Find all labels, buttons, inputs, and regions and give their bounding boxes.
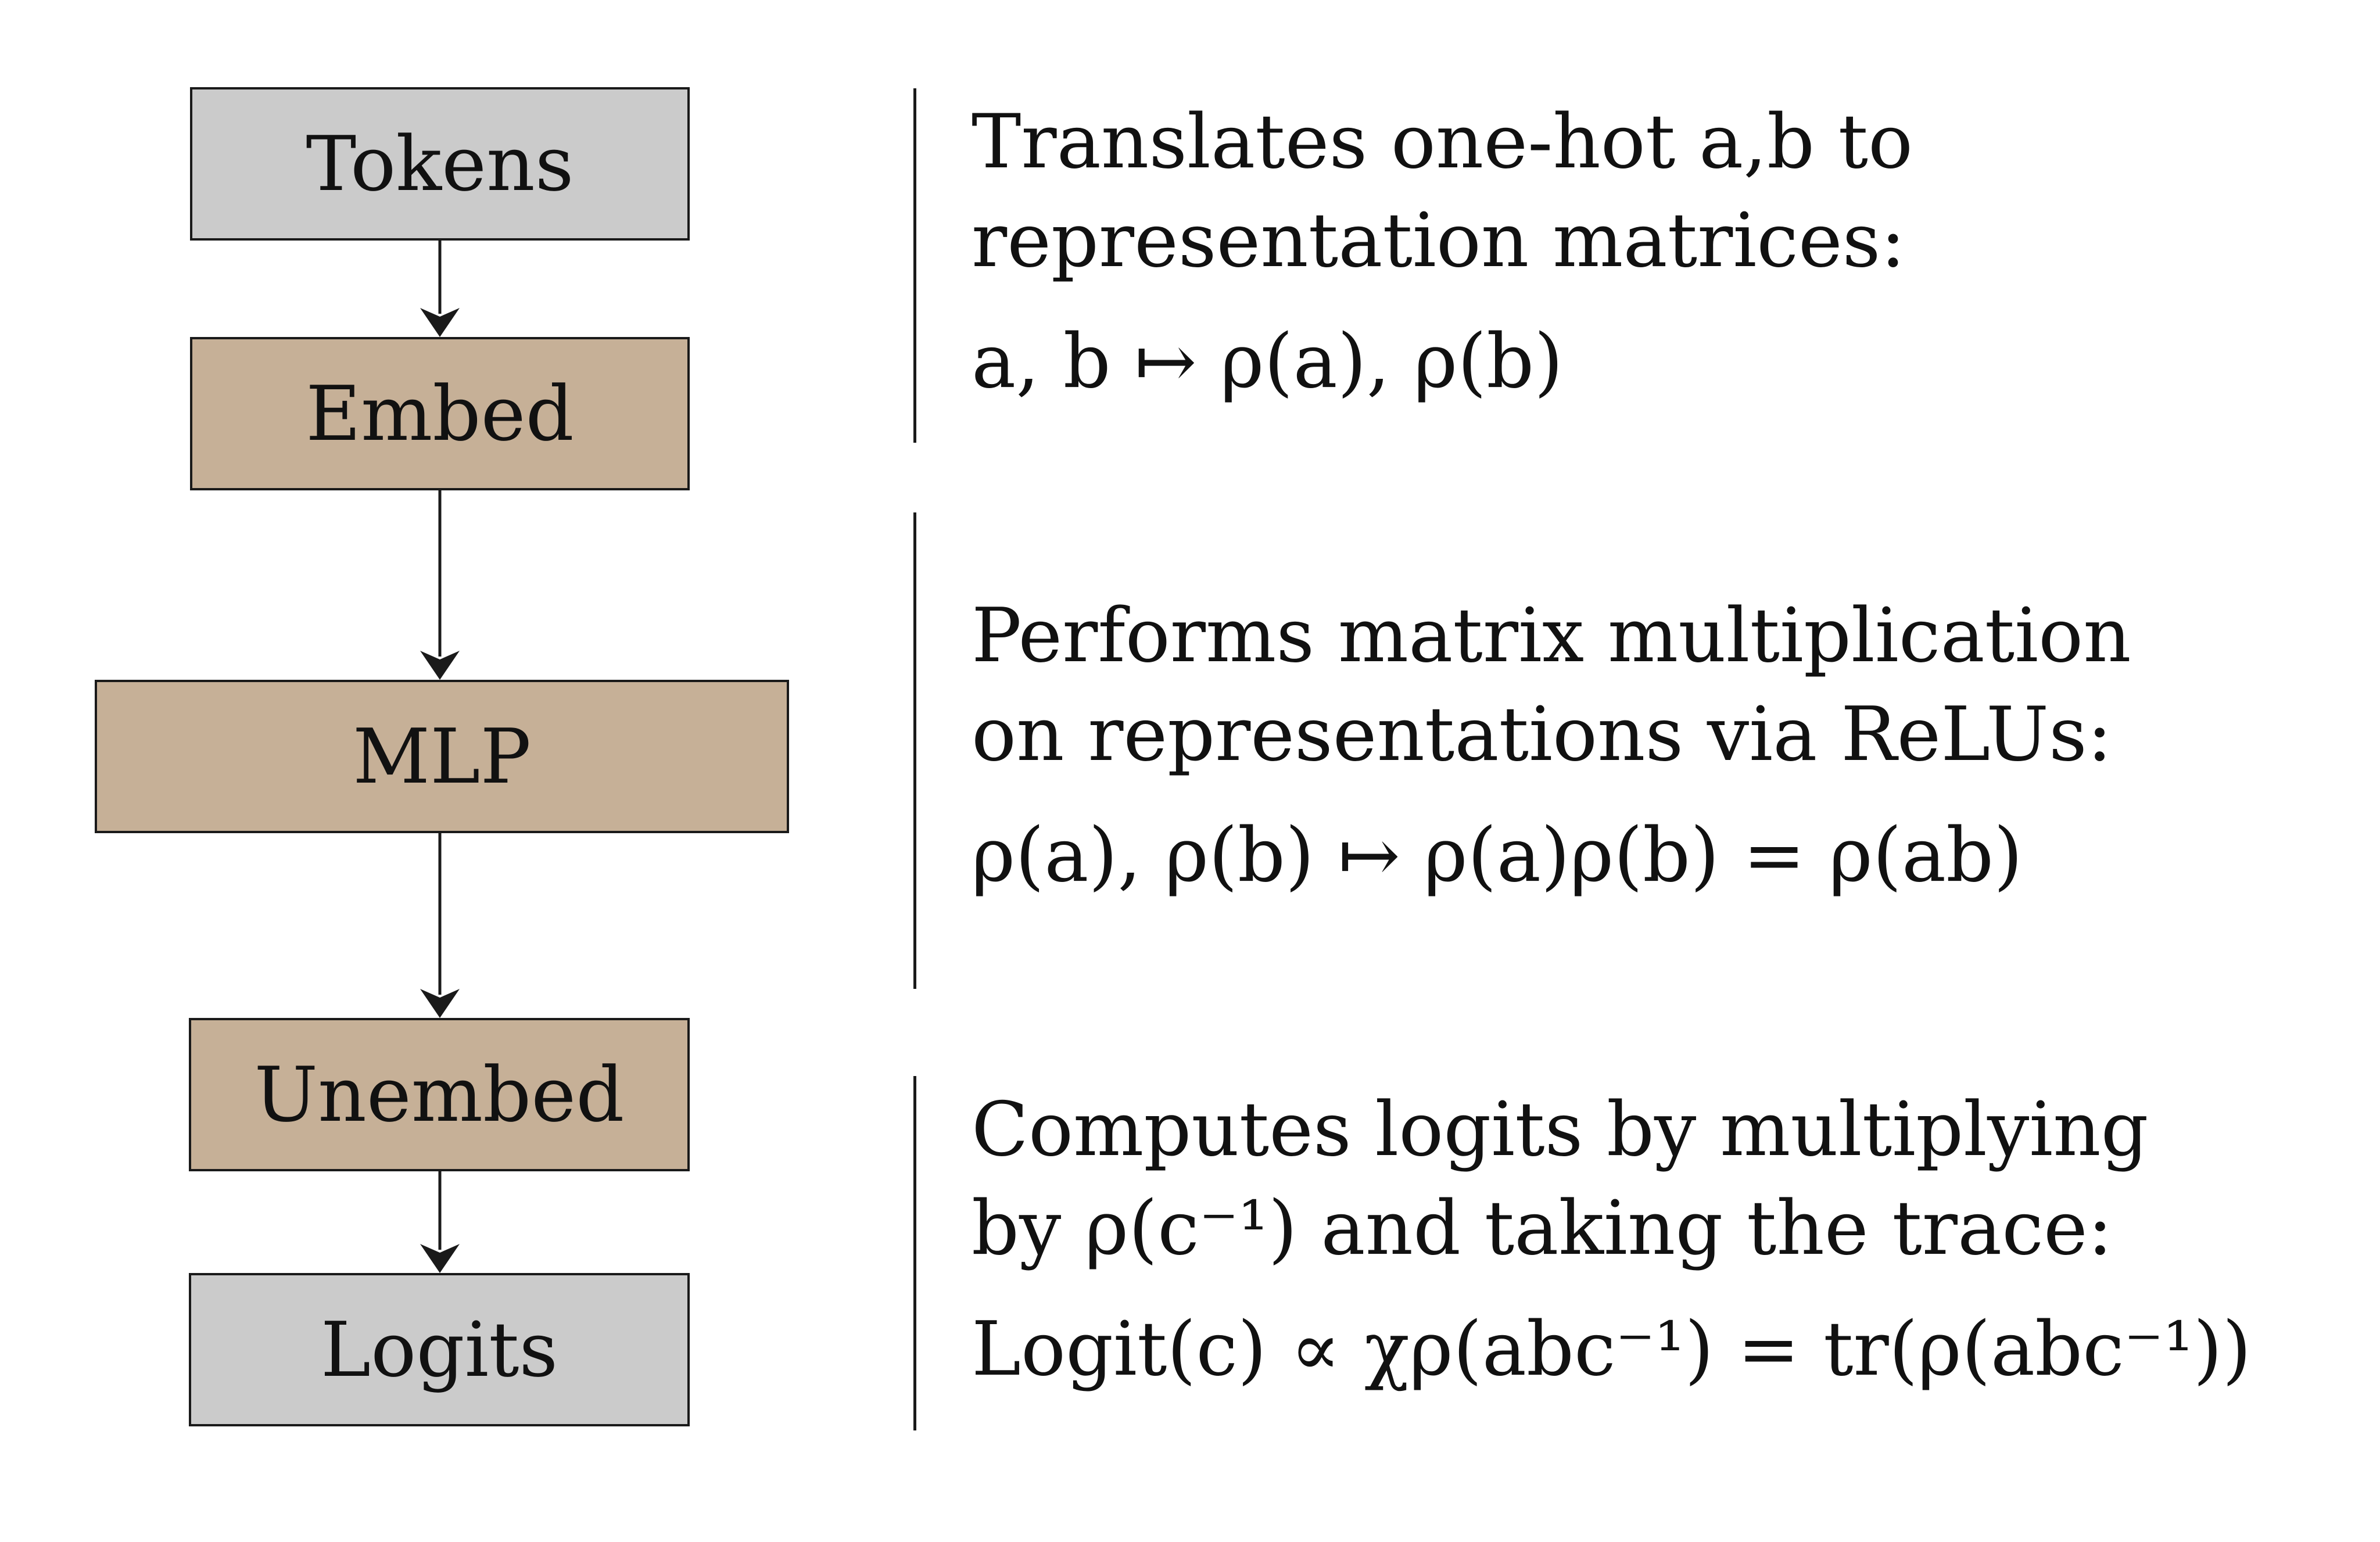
embed-description-line1: Translates one-hot a,b to [972, 99, 1913, 185]
divider-mlp [913, 512, 916, 989]
arrowhead-embed [420, 308, 460, 337]
embed-block: Embed [190, 337, 690, 490]
unembed-description-line1: Computes logits by multiplying [972, 1086, 2149, 1173]
embed-label: Embed [306, 370, 574, 458]
mlp-description: Performs matrix multiplication on repres… [972, 587, 2131, 905]
mlp-description-line2: on representations via ReLUs: [972, 691, 2112, 778]
tokens-label: Tokens [306, 120, 574, 208]
unembed-block: Unembed [189, 1018, 690, 1171]
embed-formula: a, b ↦ ρ(a), ρ(b) [972, 318, 1564, 405]
mlp-block: MLP [95, 680, 789, 833]
unembed-formula: Logit(c) ∝ χρ(abc⁻¹) = tr(ρ(abc⁻¹)) [972, 1306, 2252, 1393]
mlp-label: MLP [353, 712, 531, 801]
tokens-block: Tokens [190, 87, 690, 241]
divider-embed [913, 88, 916, 443]
logits-block: Logits [189, 1273, 690, 1426]
unembed-label: Unembed [254, 1050, 625, 1139]
unembed-description: Computes logits by multiplying by ρ(c⁻¹)… [972, 1081, 2252, 1399]
embed-description: Translates one-hot a,b to representation… [972, 93, 1913, 411]
arrowhead-unembed [420, 989, 460, 1018]
mlp-description-line1: Performs matrix multiplication [972, 593, 2131, 679]
arrowhead-logits [420, 1244, 460, 1273]
mlp-formula: ρ(a), ρ(b) ↦ ρ(a)ρ(b) = ρ(ab) [972, 812, 2023, 899]
divider-unembed [913, 1076, 916, 1430]
arrowhead-mlp [420, 651, 460, 680]
unembed-description-line2: by ρ(c⁻¹) and taking the trace: [972, 1185, 2113, 1272]
embed-description-line2: representation matrices: [972, 198, 1906, 284]
logits-label: Logits [320, 1306, 558, 1394]
